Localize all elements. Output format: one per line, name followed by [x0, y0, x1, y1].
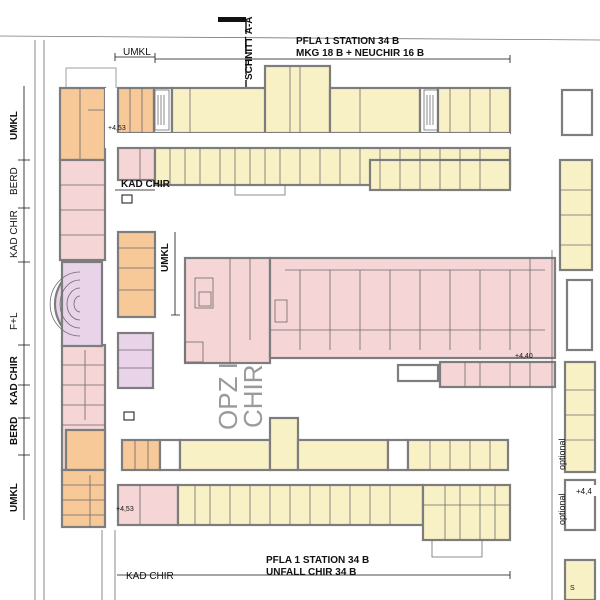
kad-chir-bottom-label: KAD CHIR [126, 571, 174, 582]
optional-label-1: optional [557, 438, 567, 470]
elevation-label-backing [574, 485, 598, 496]
top-department-label: MKG 18 B + NEUCHIR 16 B [296, 48, 424, 59]
section-label: SCHNITT A-A [244, 16, 255, 80]
top-umkl-label: UMKL [123, 47, 151, 58]
axis-label-kad-chir-top: KAD CHIR [9, 210, 20, 258]
central-block [183, 256, 557, 389]
opz-label-line2: CHIR [238, 364, 268, 428]
opz-label-line1: OPZ I [213, 362, 243, 430]
elevation-label: +4,40 [515, 353, 533, 360]
section-marker [218, 17, 246, 22]
bottom-wing [60, 416, 512, 558]
right-building [551, 88, 597, 600]
elevation-label: +4,4 [576, 487, 592, 496]
elevation-label: +4,53 [108, 125, 126, 132]
left-wing [34, 40, 157, 600]
reference-line [0, 35, 600, 41]
stair-s-label: S [570, 585, 575, 592]
umkl-inner-label: UMKL [160, 243, 171, 272]
axis-label-berd-bottom: BERD [9, 417, 20, 445]
top-station-label: PFLA 1 STATION 34 B [296, 36, 399, 47]
optional-label-2: optional [557, 493, 567, 525]
kad-chir-top-label: KAD CHIR [121, 179, 171, 190]
axis-label-umkl-bottom: UMKL [9, 483, 20, 512]
bottom-department-label: UNFALL CHIR 34 B [266, 567, 356, 578]
top-wing [58, 64, 512, 196]
axis-label-berd-top: BERD [9, 167, 20, 195]
bottom-station-label: PFLA 1 STATION 34 B [266, 555, 369, 566]
axis-label-umkl-top: UMKL [9, 111, 20, 140]
axis-label-fl: F+L [9, 312, 20, 330]
elevation-label: +4,53 [116, 506, 134, 513]
axis-label-kad-chir-bottom: KAD CHIR [9, 355, 20, 405]
